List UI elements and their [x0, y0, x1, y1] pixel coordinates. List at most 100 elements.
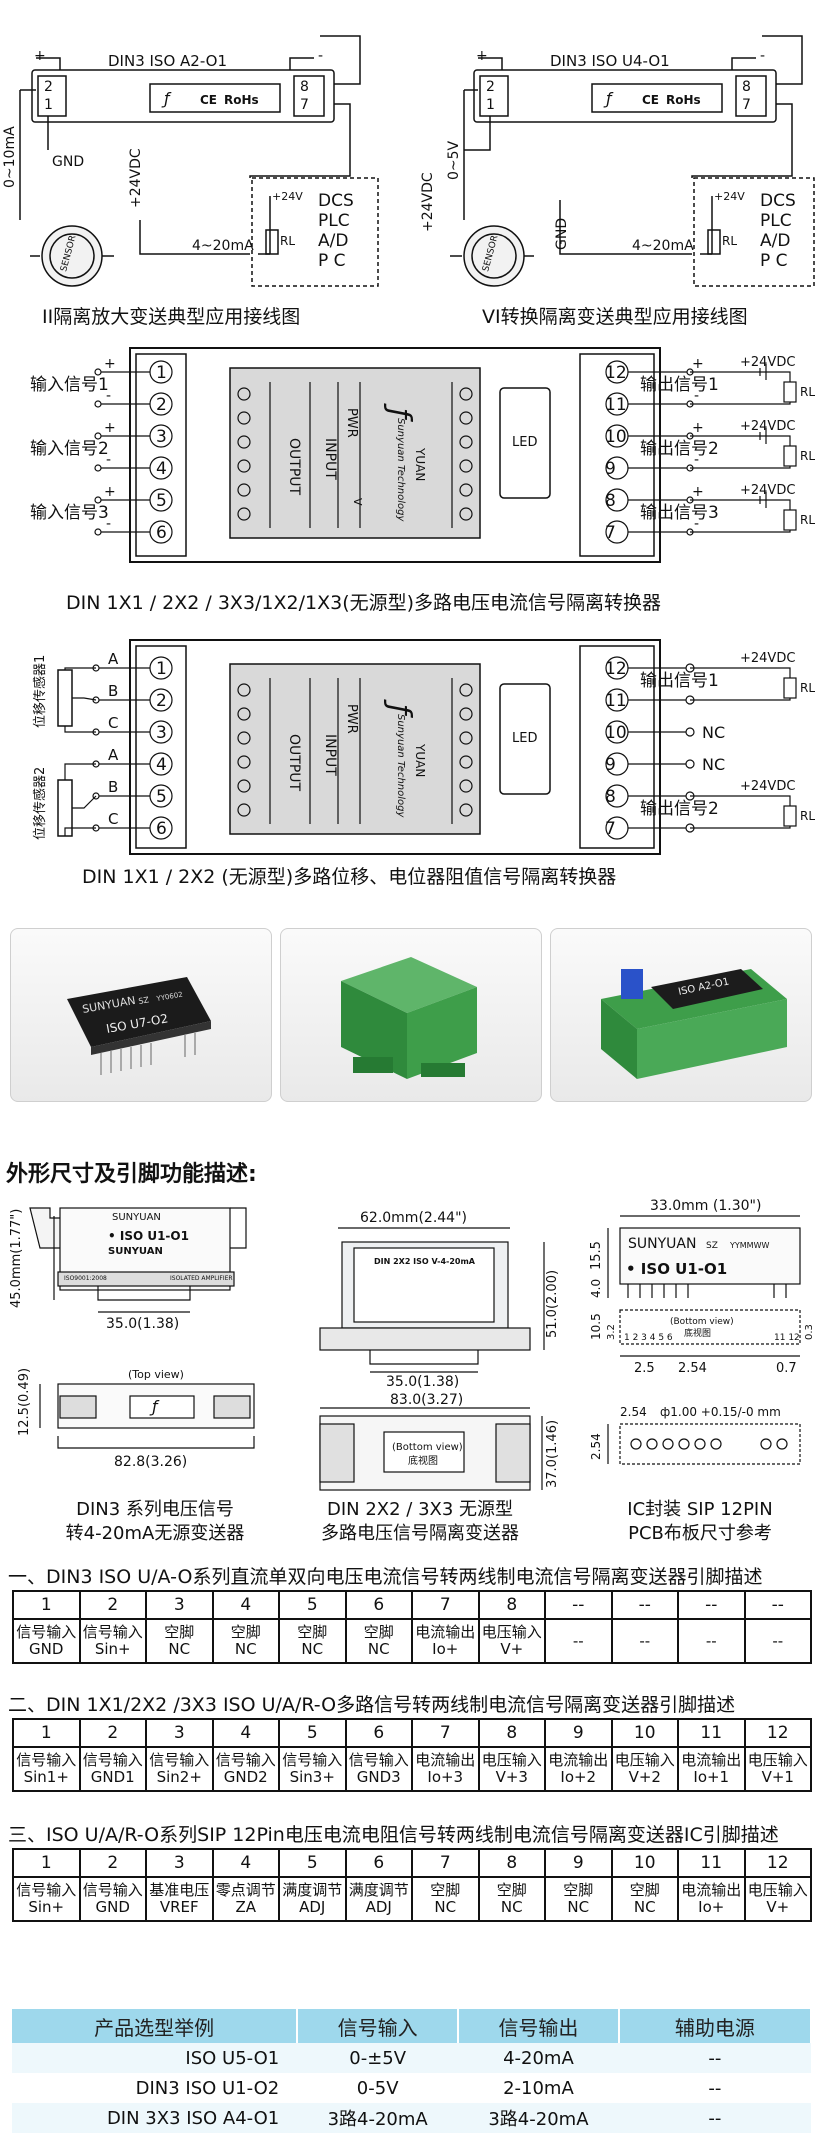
table2-title: 二、DIN 1X1/2X2 /3X3 ISO U/A/R-O多路信号转两线制电流…: [8, 1694, 736, 1716]
svg-text:+: +: [692, 356, 704, 372]
pin-function-cn: 空脚: [297, 1623, 328, 1641]
svg-text:P C: P C: [318, 251, 346, 271]
svg-text:INPUT: INPUT: [322, 438, 338, 480]
svg-text:33.0mm (1.30"): 33.0mm (1.30"): [650, 1198, 761, 1214]
caption-right-wiring: VI转换隔离变送典型应用接线图: [482, 306, 748, 328]
svg-text:+24V: +24V: [272, 190, 303, 203]
pot-terminal-label: A: [108, 746, 119, 764]
pin-function: --: [743, 1618, 812, 1664]
pin-function: --: [610, 1618, 679, 1664]
terminal-number: 8: [605, 787, 616, 807]
terminal-number: 4: [156, 755, 167, 775]
caption-din3-dim: DIN3 系列电压信号转4-20mA无源变送器: [65, 1499, 245, 1544]
pin-function-cn: 电流输出: [681, 1751, 742, 1769]
pin-function-code: GND3: [356, 1768, 401, 1786]
svg-text:Sunyuan Technology: Sunyuan Technology: [395, 714, 406, 818]
nc-label: NC: [702, 755, 725, 774]
pin-function-cn: 电流输出: [415, 1751, 476, 1769]
pin-number: 6: [344, 1718, 413, 1748]
svg-text:SZ: SZ: [706, 1241, 718, 1251]
svg-text:(Bottom view): (Bottom view): [392, 1442, 463, 1453]
svg-text:35.0(1.38): 35.0(1.38): [386, 1374, 459, 1390]
pin-number: 1: [12, 1848, 81, 1878]
svg-text:RoHs: RoHs: [224, 93, 259, 107]
pin-function-cn: 电流输出: [681, 1881, 742, 1899]
header-output: 信号输出: [458, 2009, 620, 2043]
selection-header: 产品选型举例 信号输入 信号输出 辅助电源: [12, 2009, 813, 2043]
pin-function-code: ADJ: [365, 1898, 392, 1916]
svg-text:+: +: [476, 48, 488, 64]
svg-text:RoHs: RoHs: [666, 93, 701, 107]
svg-text:-: -: [694, 452, 699, 468]
svg-text:2.54: 2.54: [589, 1433, 603, 1460]
pin-function-cn: 空脚: [430, 1881, 461, 1899]
rl-label: RL: [800, 681, 815, 695]
terminal-number: 3: [156, 723, 167, 743]
terminal-number: 1: [156, 659, 167, 679]
pin-function: --: [677, 1618, 746, 1664]
pin-function-code: GND2: [223, 1768, 268, 1786]
svg-text:A/D: A/D: [760, 231, 790, 251]
svg-text:8: 8: [300, 79, 309, 95]
pin-number: --: [677, 1590, 746, 1620]
pin-function-cn: 电流输出: [548, 1751, 609, 1769]
svg-text:SUNYUAN: SUNYUAN: [628, 1236, 696, 1252]
svg-text:1 2 3 4 5 6: 1 2 3 4 5 6: [624, 1333, 673, 1343]
pin-number: 10: [610, 1718, 679, 1748]
svg-text:+: +: [692, 420, 704, 436]
terminal-number: 9: [605, 755, 616, 775]
svg-text:+: +: [104, 484, 116, 500]
pin-function-cn: 满度调节: [348, 1881, 409, 1899]
svg-text:+: +: [104, 356, 116, 372]
terminal-number: 6: [156, 819, 167, 839]
svg-text:0.3: 0.3: [804, 1324, 815, 1340]
pin-function: --: [544, 1618, 613, 1664]
pin-function-code: V+: [766, 1898, 790, 1916]
svg-text:ƒ: ƒ: [382, 403, 417, 422]
din-potentiometer-diagram: LED PWR INPUT OUTPUT YUAN Sunyuan Techno…: [32, 639, 815, 855]
pin-function-cn: 空脚: [164, 1623, 195, 1641]
terminal-number: 8: [605, 491, 616, 511]
header-input: 信号输入: [297, 2009, 460, 2043]
svg-text:底视图: 底视图: [684, 1327, 711, 1339]
svg-text:位移传感器1: 位移传感器1: [32, 655, 48, 728]
terminal-number: 2: [156, 395, 167, 415]
gnd-label-left: GND: [52, 154, 84, 170]
pin-function-cn: 空脚: [629, 1881, 660, 1899]
svg-text:DIN 2X2 ISO V-4-20mA: DIN 2X2 ISO V-4-20mA: [374, 1257, 476, 1266]
pin-function-cn: 信号输入: [82, 1623, 143, 1641]
caption-left-wiring: II隔离放大变送典型应用接线图: [42, 306, 301, 328]
output-signal-label: 输出信号3: [640, 503, 719, 523]
output-signal-label: 输出信号1: [640, 375, 719, 395]
module-label-right: DIN3 ISO U4-O1: [550, 52, 670, 70]
pin-number: 1: [12, 1718, 81, 1748]
svg-text:62.0mm(2.44"): 62.0mm(2.44"): [360, 1210, 467, 1226]
input-signal-label: 输入信号3: [30, 503, 109, 523]
svg-text:1: 1: [44, 97, 53, 113]
svg-text:RL: RL: [722, 234, 737, 248]
pin-function-code: Io+: [432, 1640, 459, 1658]
svg-text:INPUT: INPUT: [322, 734, 338, 776]
module-label-left: DIN3 ISO A2-O1: [108, 52, 227, 70]
pin-function-cn: 信号输入: [16, 1751, 77, 1769]
svg-text:+: +: [34, 48, 46, 64]
pin-function-cn: 电压输入: [747, 1751, 808, 1769]
pin-number: 2: [78, 1590, 147, 1620]
rl-label: RL: [800, 513, 815, 527]
svg-text:45.0mm(1.77"): 45.0mm(1.77"): [9, 1209, 24, 1308]
pin-function-code: ADJ: [299, 1898, 326, 1916]
pin-number: 12: [743, 1848, 812, 1878]
svg-text:10.5: 10.5: [589, 1313, 603, 1340]
